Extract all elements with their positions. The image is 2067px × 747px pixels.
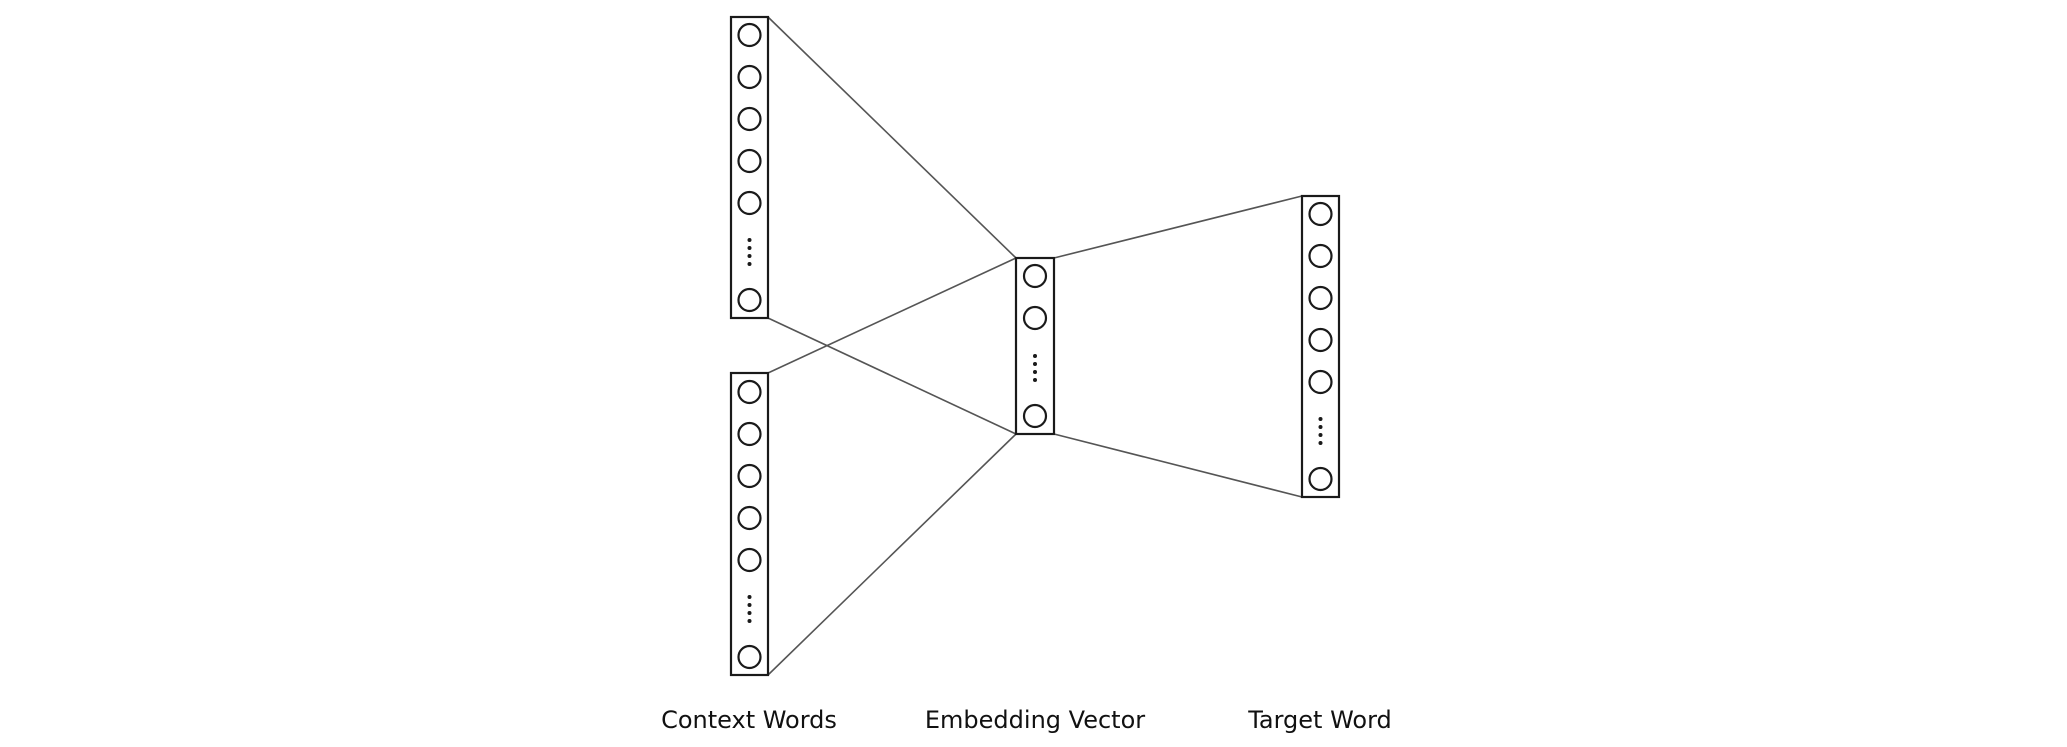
- target-ellipsis: [1318, 417, 1323, 445]
- embedding-node-last: [1022, 403, 1048, 429]
- context-bottom-node-last: [737, 644, 762, 670]
- target-node-3: [1308, 285, 1333, 311]
- context-top-node-4: [737, 148, 762, 174]
- context-top-node-2: [737, 64, 762, 90]
- context-top-node-5: [737, 190, 762, 216]
- embedding-node-1: [1022, 263, 1048, 289]
- embedding-ellipsis: [1033, 354, 1037, 382]
- target-node-2: [1308, 243, 1333, 269]
- context-top-node-1: [737, 22, 762, 48]
- target-word-vector: [1300, 194, 1341, 499]
- embedding-vector: [1014, 256, 1056, 436]
- context-top-node-3: [737, 106, 762, 132]
- context-bottom-node-1: [737, 379, 762, 405]
- connection-embedding-bottom-to-target-bottom: [1053, 433, 1303, 498]
- embedding-node-2: [1022, 305, 1048, 331]
- context-word-vector-top: [729, 15, 770, 320]
- connection-context-top-to-embedding-bottom: [767, 317, 1017, 435]
- target-word-label: Target Word: [1248, 706, 1392, 734]
- context-vector-top-frame: [729, 15, 770, 320]
- target-node-1: [1308, 201, 1333, 227]
- embedding-vector-label: Embedding Vector: [924, 706, 1146, 734]
- connections: [767, 16, 1303, 676]
- target-node-4: [1308, 327, 1333, 353]
- connection-context-bottom-to-embedding-top: [767, 257, 1017, 374]
- context-words-label: Context Words: [661, 706, 837, 734]
- context-bottom-node-5: [737, 547, 762, 573]
- context-top-ellipsis: [747, 238, 752, 266]
- connection-embedding-top-to-target-top: [1053, 195, 1303, 259]
- target-node-5: [1308, 369, 1333, 395]
- target-node-last: [1308, 466, 1333, 492]
- context-top-node-last: [737, 287, 762, 313]
- context-bottom-ellipsis: [747, 595, 752, 623]
- context-bottom-node-3: [737, 463, 762, 489]
- connection-context-top-to-embedding-top: [767, 16, 1017, 259]
- context-word-vector-bottom: [729, 371, 770, 677]
- connection-context-bottom-to-embedding-bottom: [767, 433, 1017, 676]
- context-bottom-node-4: [737, 505, 762, 531]
- context-bottom-node-2: [737, 421, 762, 447]
